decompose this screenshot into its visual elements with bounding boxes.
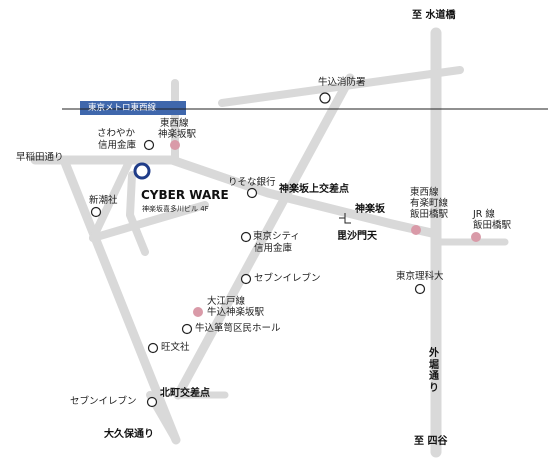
label-to-suidobashi: 至 水道橋 [412,10,456,21]
road-west-connector [89,201,209,242]
label-iidabashi-3: 飯田橋駅 [410,209,449,220]
label-jr-2: 飯田橋駅 [473,220,512,231]
office-name: CYBER WARE [141,188,229,202]
label-tozai-kagurazaka-2: 神楽坂駅 [158,129,197,140]
label-hall: 牛込箪笥区民ホール [195,323,281,334]
label-kagurazaka: 神楽坂 [355,204,385,215]
seven-eleven-1-marker [240,273,252,285]
label-metro-line: 東京メトロ東西線 [88,103,157,113]
resona-marker [246,187,258,199]
fire-station-marker [319,92,331,104]
office-marker [133,162,151,180]
road-waseda-diagonal [59,155,181,445]
road-branch-left [89,156,134,242]
label-tokyo-city-2: 信用金庫 [254,243,293,254]
station-iidabashi-marker [411,225,421,235]
hall-marker [181,323,193,335]
label-resona: りそな銀行 [228,177,276,188]
station-jr-iidabashi-marker [471,232,481,242]
label-tozai-kagurazaka-1: 東西線 [160,118,189,129]
label-waseda-dori: 早稲田通り [16,152,64,163]
road-branch-right [126,171,149,256]
rika-marker [414,283,426,295]
label-okubo-dori: 大久保通り [104,429,154,440]
label-niishiosha: 新潮社 [89,195,118,206]
label-iidabashi-1: 東西線 [410,187,439,198]
label-jr-1: JR 線 [473,209,495,220]
label-seven-eleven-1: セブンイレブン [254,273,321,284]
station-kagurazaka-marker [170,140,180,150]
obunsha-marker [147,342,159,354]
label-sotobori-dori: 外堀通り [429,348,439,394]
office-address: 神楽坂喜多川ビル 4F [142,205,209,213]
label-oedo-1: 大江戸線 [207,296,246,307]
label-iidabashi-2: 有楽町線 [410,198,449,209]
station-ushigome-marker [193,307,203,317]
label-kitamachi: 北町交差点 [160,388,210,399]
metro-line-band [80,101,186,115]
label-kagurazaka-ue: 神楽坂上交差点 [279,184,349,195]
niishiosha-marker [90,206,102,218]
label-bishamonten: 毘沙門天 [337,231,377,242]
label-to-yotsuya: 至 四谷 [414,436,448,447]
seven-eleven-2-marker [146,396,158,408]
label-fire-station: 牛込消防署 [318,77,366,88]
label-sawayaka-1: さわやか [97,128,136,139]
label-oedo-2: 牛込神楽坂駅 [207,307,265,318]
label-obunsha: 旺文社 [161,342,190,353]
sawayaka-marker [143,139,155,151]
label-tokyo-city-1: 東京シティ [253,231,300,242]
label-seven-eleven-2: セブンイレブン [70,396,137,407]
temple-icon [339,213,351,224]
label-rika: 東京理科大 [396,271,444,282]
tokyo-city-marker [240,231,252,243]
road-cross-diagonal [173,73,355,400]
label-sawayaka-2: 信用金庫 [98,140,137,151]
